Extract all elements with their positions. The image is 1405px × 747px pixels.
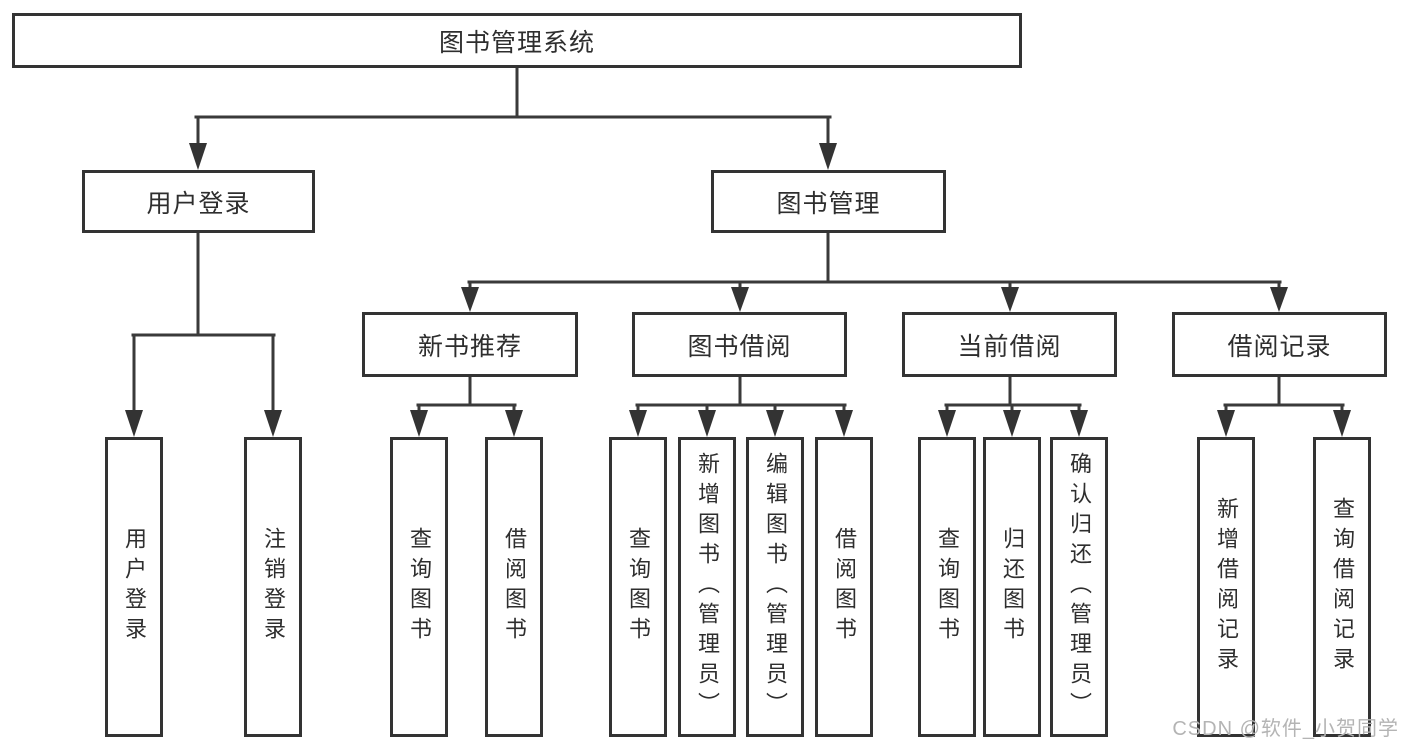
leaf-label: 归还图书 xyxy=(1000,527,1025,647)
node-book-management: 图书管理 xyxy=(711,170,946,233)
leaf-label: 查询图书 xyxy=(626,527,651,647)
leaf-edit-books-admin: 编辑图书（管理员） xyxy=(746,437,804,737)
leaf-label: 编辑图书（管理员） xyxy=(763,452,788,722)
leaf-label: 查询图书 xyxy=(407,527,432,647)
leaf-label: 查询图书 xyxy=(935,527,960,647)
leaf-label: 用户登录 xyxy=(122,527,147,647)
leaf-query-books-borrow: 查询图书 xyxy=(609,437,667,737)
leaf-label: 注销登录 xyxy=(261,527,286,647)
leaf-add-books-admin: 新增图书（管理员） xyxy=(678,437,736,737)
leaf-label: 新增图书（管理员） xyxy=(695,452,720,722)
leaf-logout: 注销登录 xyxy=(244,437,302,737)
node-new-book-recommend: 新书推荐 xyxy=(362,312,578,377)
leaf-return-books: 归还图书 xyxy=(983,437,1041,737)
leaf-confirm-return-admin: 确认归还（管理员） xyxy=(1050,437,1108,737)
node-book-borrow: 图书借阅 xyxy=(632,312,847,377)
leaf-user-login: 用户登录 xyxy=(105,437,163,737)
leaf-query-borrow-record: 查询借阅记录 xyxy=(1313,437,1371,737)
leaf-borrow-books: 借阅图书 xyxy=(815,437,873,737)
leaf-label: 新增借阅记录 xyxy=(1214,497,1239,677)
leaf-borrow-books-recommend: 借阅图书 xyxy=(485,437,543,737)
leaf-query-books-recommend: 查询图书 xyxy=(390,437,448,737)
leaf-label: 查询借阅记录 xyxy=(1330,497,1355,677)
leaf-query-books-current: 查询图书 xyxy=(918,437,976,737)
csdn-watermark: CSDN @软件_小贺同学 xyxy=(1172,718,1399,740)
leaf-label: 借阅图书 xyxy=(832,527,857,647)
leaf-label: 确认归还（管理员） xyxy=(1067,452,1092,722)
node-root-system: 图书管理系统 xyxy=(12,13,1022,68)
leaf-label: 借阅图书 xyxy=(502,527,527,647)
node-borrow-records: 借阅记录 xyxy=(1172,312,1387,377)
leaf-add-borrow-record: 新增借阅记录 xyxy=(1197,437,1255,737)
node-current-borrow: 当前借阅 xyxy=(902,312,1117,377)
node-user-login: 用户登录 xyxy=(82,170,315,233)
